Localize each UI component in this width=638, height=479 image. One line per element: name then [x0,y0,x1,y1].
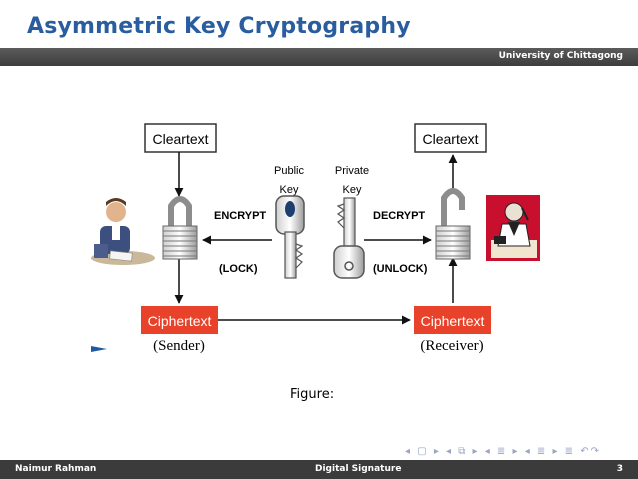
footer-author: Naimur Rahman [15,464,97,474]
private-key-icon [333,197,365,279]
slide-title: Asymmetric Key Cryptography [27,14,411,39]
public-key-label-line2: Key [280,184,299,196]
cleartext-left-label: Cleartext [152,131,208,147]
ciphertext-right-label: Ciphertext [421,313,485,329]
ciphertext-right-box: Ciphertext [414,306,491,334]
cleartext-right-box: Cleartext [414,123,487,153]
padlock-left-icon [162,196,198,260]
sender-label: (Sender) [153,338,205,354]
ciphertext-left-label: Ciphertext [148,313,212,329]
private-key-label-line2: Key [343,184,362,196]
ciphertext-left-box: Ciphertext [141,306,218,334]
encrypt-label: ENCRYPT [214,210,266,222]
figure-caption: Figure: [290,387,335,402]
public-key-icon [275,195,305,279]
sender-person-icon [91,198,155,265]
footer-bar: Naimur Rahman Digital Signature 3 [0,460,638,479]
unlock-label: (UNLOCK) [373,263,428,275]
cleartext-right-label: Cleartext [422,131,478,147]
decrypt-label: DECRYPT [373,210,425,222]
private-key-label-line1: Private [335,165,369,177]
footer-title: Digital Signature [315,464,402,474]
blue-fragment-shape [91,346,107,352]
header-bar: University of Chittagong [0,48,638,66]
institution-label: University of Chittagong [498,51,623,61]
padlock-right-icon [435,188,471,260]
cleartext-left-box: Cleartext [144,123,217,153]
lock-label: (LOCK) [219,263,258,275]
receiver-person-icon [486,195,540,261]
beamer-nav-icons[interactable]: ◂ ▢ ▸ ◂ ⧉ ▸ ◂ ≣ ▸ ◂ ≣ ▸ ≣ ↶↷ [405,446,601,457]
footer-page-number: 3 [616,464,623,474]
receiver-label: (Receiver) [420,338,483,354]
public-key-label-line1: Public [274,165,304,177]
